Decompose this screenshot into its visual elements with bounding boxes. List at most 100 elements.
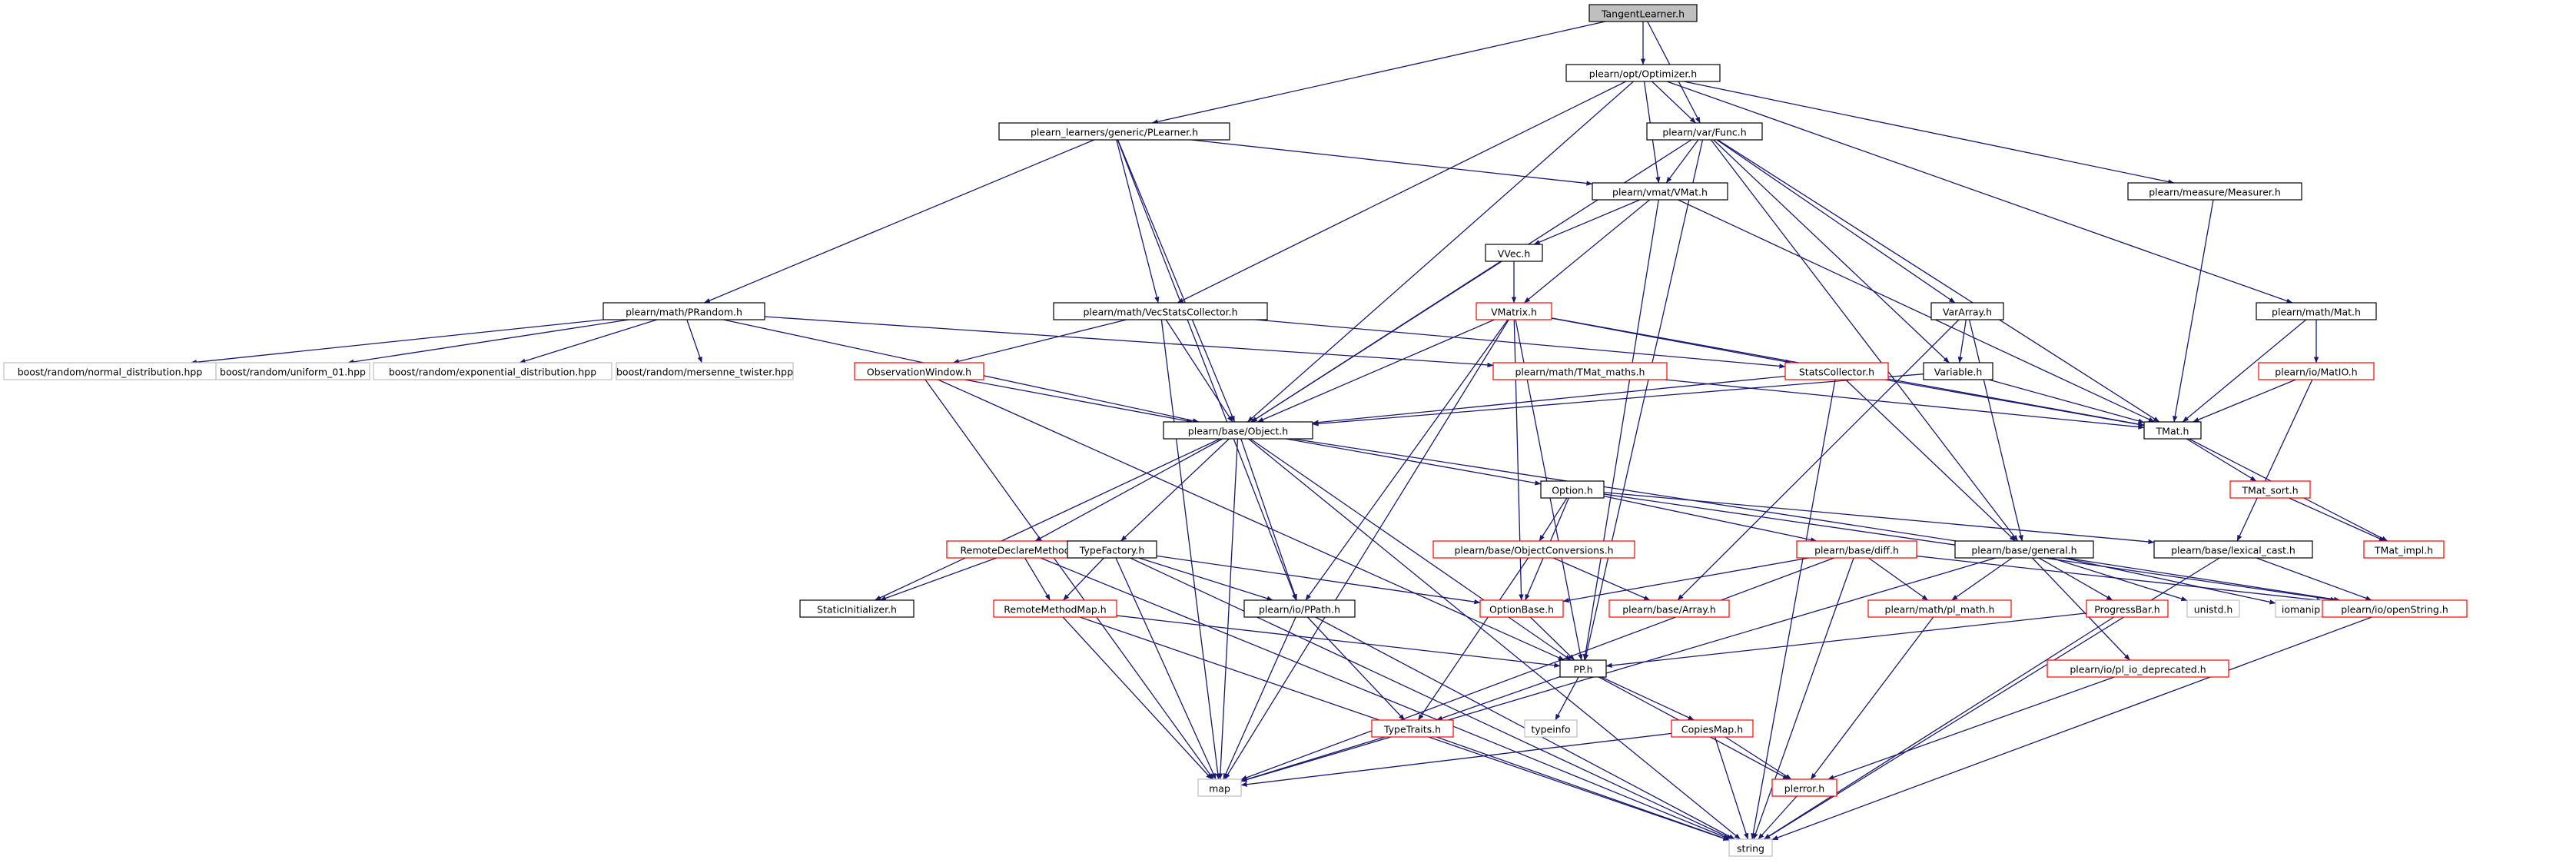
edge-option-h-to-plearn-base-diff-h bbox=[1603, 496, 1817, 543]
node-plearn-base-diff-h[interactable]: plearn/base/diff.h bbox=[1796, 540, 1917, 559]
node-copiesmap-h[interactable]: CopiesMap.h bbox=[1671, 719, 1754, 738]
edge-pp-h-to-typeinfo bbox=[1555, 676, 1579, 721]
node-plearn-learners-generic-plearner-h[interactable]: plearn_learners/generic/PLearner.h bbox=[998, 122, 1230, 141]
node-box bbox=[1243, 599, 1356, 618]
edge-remotemethodmap-h-to-pp-h bbox=[1116, 615, 1561, 668]
edge-plearn-base-objectconversions-h-to-typetraits-h bbox=[1417, 557, 1529, 721]
edge-optionbase-h-to-pp-h bbox=[1529, 616, 1575, 661]
node-label: StaticInitializer.h bbox=[817, 604, 897, 616]
edge-plearn-math-prandom-h-to-plearn-math-tmat-maths-h bbox=[764, 316, 1494, 368]
node-box bbox=[1796, 540, 1917, 559]
node-plearn-io-matio-h[interactable]: plearn/io/MatIO.h bbox=[2258, 362, 2375, 380]
node-optionbase-h[interactable]: OptionBase.h bbox=[1479, 599, 1564, 618]
node-plearn-opt-optimizer-h[interactable]: plearn/opt/Optimizer.h bbox=[1565, 64, 1721, 82]
edge-plearn-opt-optimizer-h-to-plearn-base-object-h bbox=[1247, 81, 1634, 423]
node-typetraits-h[interactable]: TypeTraits.h bbox=[1371, 719, 1454, 738]
node-label: typeinfo bbox=[1531, 724, 1570, 735]
node-box bbox=[1728, 838, 1773, 857]
node-plearn-base-array-h[interactable]: plearn/base/Array.h bbox=[1608, 599, 1730, 618]
node-label: RemoteMethodMap.h bbox=[1004, 604, 1106, 616]
edge-plearn-base-object-h-to-option-h bbox=[1286, 438, 1542, 486]
edge-plearn-learners-generic-plearner-h-to-plearn-vmat-vmat-h bbox=[1191, 139, 1593, 186]
node-plearn-measure-measurer-h[interactable]: plearn/measure/Measurer.h bbox=[2127, 182, 2302, 201]
edge-vararray-h-to-plearn-base-general-h bbox=[1968, 319, 2023, 542]
node-tmat-sort-h[interactable]: TMat_sort.h bbox=[2229, 480, 2311, 499]
node-typefactory-h[interactable]: TypeFactory.h bbox=[1067, 540, 1157, 559]
node-plearn-math-prandom-h[interactable]: plearn/math/PRandom.h bbox=[603, 302, 765, 320]
node-box bbox=[2363, 540, 2445, 559]
node-variable-h[interactable]: Variable.h bbox=[1923, 362, 1993, 380]
node-option-h[interactable]: Option.h bbox=[1540, 480, 1605, 499]
edge-option-h-to-plearn-base-lexical-cast-h bbox=[1603, 492, 2155, 545]
node-box bbox=[1432, 540, 1635, 559]
node-label: plearn/vmat/VMat.h bbox=[1612, 187, 1708, 198]
node-label: plearn/math/TMat_maths.h bbox=[1515, 367, 1645, 378]
node-label: plearn/base/general.h bbox=[1971, 545, 2076, 556]
node-vmatrix-h[interactable]: VMatrix.h bbox=[1476, 302, 1552, 320]
node-vararray-h[interactable]: VarArray.h bbox=[1930, 302, 2004, 320]
node-remotedeclaremethod-h[interactable]: RemoteDeclareMethod.h bbox=[946, 540, 1094, 559]
node-box bbox=[1479, 599, 1564, 618]
node-plearn-io-pl-io-deprecated-h[interactable]: plearn/io/pl_io_deprecated.h bbox=[2047, 659, 2229, 678]
node-plearn-base-lexical-cast-h[interactable]: plearn/base/lexical_cast.h bbox=[2153, 540, 2313, 559]
edge-plearn-math-vecstatscollector-h-to-plearn-base-object-h bbox=[1165, 319, 1233, 423]
node-box bbox=[1067, 540, 1157, 559]
node-plearn-var-func-h[interactable]: plearn/var/Func.h bbox=[1646, 122, 1763, 141]
node-label: plearn/math/VecStatsCollector.h bbox=[1083, 307, 1237, 318]
edge-plearn-math-vecstatscollector-h-to-statscollector-h bbox=[1256, 319, 1786, 369]
node-box bbox=[2322, 599, 2468, 618]
node-tmat-impl-h[interactable]: TMat_impl.h bbox=[2363, 540, 2445, 559]
node-boost-random-exponential-distribution-hpp: boost/random/exponential_distribution.hp… bbox=[373, 362, 612, 380]
node-observationwindow-h[interactable]: ObservationWindow.h bbox=[854, 362, 984, 380]
edge-progressbar-h-to-pp-h bbox=[1605, 612, 2087, 669]
node-label: string bbox=[1737, 843, 1764, 855]
node-plearn-math-vecstatscollector-h[interactable]: plearn/math/VecStatsCollector.h bbox=[1053, 302, 1268, 320]
node-label: plearn/math/Mat.h bbox=[2272, 307, 2361, 318]
node-label: TMat.h bbox=[2156, 426, 2189, 437]
node-plearn-vmat-vmat-h[interactable]: plearn/vmat/VMat.h bbox=[1592, 182, 1728, 201]
node-label: Variable.h bbox=[1934, 367, 1983, 378]
node-box bbox=[1867, 599, 2012, 618]
node-remotemethodmap-h[interactable]: RemoteMethodMap.h bbox=[993, 599, 1117, 618]
edge-statscollector-h-to-plearn-base-general-h bbox=[1845, 379, 2016, 542]
node-box bbox=[2086, 599, 2169, 618]
edge-vmatrix-h-to-map bbox=[1224, 319, 1509, 780]
node-label: TMat_sort.h bbox=[2241, 485, 2298, 496]
node-plearn-math-mat-h[interactable]: plearn/math/Mat.h bbox=[2256, 302, 2377, 320]
edge-typefactory-h-to-remotemethodmap-h bbox=[1063, 557, 1104, 601]
node-pp-h[interactable]: PP.h bbox=[1559, 659, 1607, 678]
node-tmat-h[interactable]: TMat.h bbox=[2143, 421, 2202, 440]
node-plearn-base-general-h[interactable]: plearn/base/general.h bbox=[1954, 540, 2094, 559]
node-progressbar-h[interactable]: ProgressBar.h bbox=[2086, 599, 2169, 618]
edge-plearn-base-object-h-to-staticinitializer-h bbox=[875, 438, 1220, 601]
edge-plearn-measure-measurer-h-to-tmat-h bbox=[2173, 199, 2214, 423]
edge-plearn-vmat-vmat-h-to-vmatrix-h bbox=[1523, 199, 1651, 304]
node-label: plearn/math/PRandom.h bbox=[626, 307, 742, 318]
edge-plearn-math-pl-math-h-to-plerror-h bbox=[1810, 616, 1934, 780]
node-label: Option.h bbox=[1552, 485, 1593, 496]
node-plearn-io-openstring-h[interactable]: plearn/io/openString.h bbox=[2322, 599, 2468, 618]
node-box bbox=[1540, 480, 1605, 499]
edge-copiesmap-h-to-map bbox=[1240, 732, 1672, 787]
node-plearn-math-tmat-maths-h[interactable]: plearn/math/TMat_maths.h bbox=[1492, 362, 1668, 380]
node-staticinitializer-h[interactable]: StaticInitializer.h bbox=[799, 599, 915, 618]
node-tangentlearner-h[interactable]: TangentLearner.h bbox=[1588, 4, 1698, 22]
node-plearn-base-object-h[interactable]: plearn/base/Object.h bbox=[1163, 421, 1313, 440]
node-statscollector-h[interactable]: StatsCollector.h bbox=[1784, 362, 1889, 380]
node-plearn-base-objectconversions-h[interactable]: plearn/base/ObjectConversions.h bbox=[1432, 540, 1635, 559]
node-plerror-h[interactable]: plerror.h bbox=[1771, 778, 1837, 797]
node-box bbox=[2143, 421, 2202, 440]
node-box bbox=[2186, 599, 2240, 618]
edge-tmat-h-to-tmat-sort-h bbox=[2186, 438, 2257, 482]
node-plearn-io-ppath-h[interactable]: plearn/io/PPath.h bbox=[1243, 599, 1356, 618]
node-vvec-h[interactable]: VVec.h bbox=[1485, 244, 1543, 262]
node-box bbox=[1592, 182, 1728, 201]
edge-plearn-base-general-h-to-unistd-h bbox=[2050, 557, 2188, 602]
node-box bbox=[1524, 719, 1578, 738]
edge-plearn-base-object-h-to-plearn-io-openstring-h bbox=[1293, 438, 2341, 602]
node-plearn-math-pl-math-h[interactable]: plearn/math/pl_math.h bbox=[1867, 599, 2012, 618]
node-box bbox=[799, 599, 915, 618]
edge-plearn-learners-generic-plearner-h-to-plearn-math-vecstatscollector-h bbox=[1116, 139, 1160, 304]
edge-observationwindow-h-to-plearn-base-object-h bbox=[964, 379, 1193, 423]
